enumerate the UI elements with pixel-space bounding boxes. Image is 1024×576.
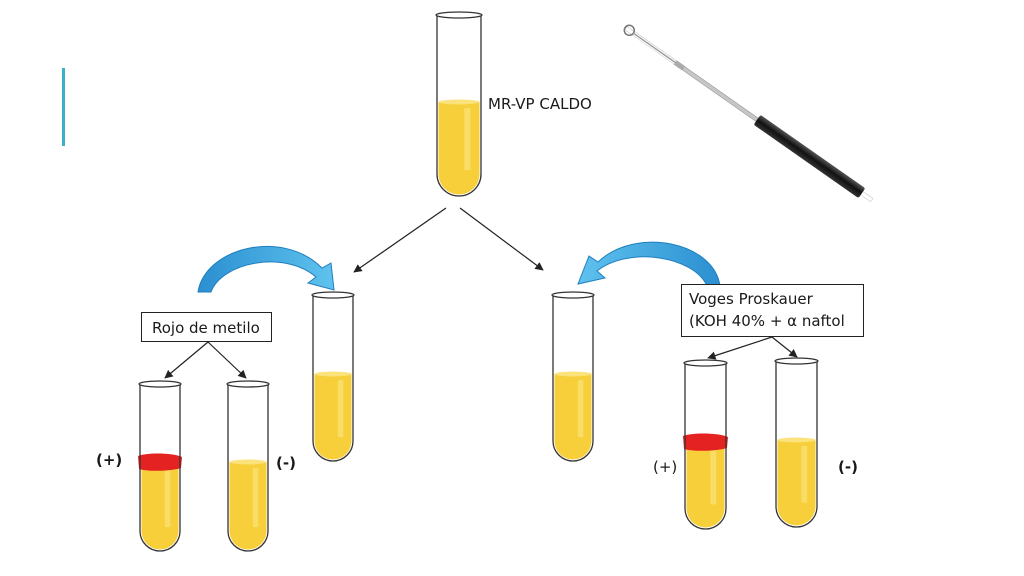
tube-outline [139, 384, 181, 552]
vp-arrow-negative [771, 336, 798, 358]
liquid-highlight [337, 380, 344, 437]
mr-positive-tube [138, 380, 182, 552]
vp-positive-sign: (+) [653, 458, 678, 476]
inoculation-loop-icon [623, 24, 874, 203]
voges-proskauer-reagent: (KOH 40% + α naftol [689, 311, 845, 330]
liquid-highlight [164, 468, 171, 527]
red-color-ring [683, 433, 728, 451]
tube-outline [684, 363, 727, 530]
liquid-meniscus [777, 437, 816, 443]
broth-liquid [229, 462, 267, 550]
liquid-meniscus [229, 459, 267, 465]
methyl-red-label: Rojo de metilo [152, 319, 260, 337]
broth-liquid [554, 374, 592, 460]
curved-arrow-icon [197, 245, 335, 293]
mr-negative-sign: (-) [276, 454, 296, 472]
vp-positive-tube [683, 359, 728, 530]
liquid-highlight [801, 446, 808, 503]
broth-liquid [438, 102, 480, 195]
slide-accent-bar [62, 68, 65, 146]
voges-proskauer-box: Voges Proskauer (KOH 40% + α naftol [681, 284, 864, 337]
tube-outline [312, 295, 354, 462]
broth-tube-top [435, 11, 483, 197]
mr-arrow-positive [164, 341, 209, 379]
broth-liquid [777, 440, 816, 526]
tube-lip [683, 359, 728, 367]
branch-arrow-left [353, 207, 447, 273]
methyl-red-incubated-tube [311, 291, 355, 462]
methyl-red-box: Rojo de metilo [141, 312, 272, 342]
mr-positive-sign: (+) [96, 451, 123, 469]
mr-arrow-negative [207, 341, 247, 379]
tube-outline [552, 295, 594, 462]
branch-arrow-right [459, 207, 544, 271]
broth-liquid [141, 462, 179, 550]
voges-proskauer-incubated-tube [551, 291, 595, 462]
voges-proskauer-title: Voges Proskauer [689, 290, 813, 308]
liquid-meniscus [314, 371, 352, 377]
tube-lip [311, 291, 355, 299]
broth-liquid [686, 442, 725, 528]
tube-outline [436, 15, 482, 197]
liquid-meniscus [438, 99, 480, 105]
broth-label: MR-VP CALDO [488, 95, 592, 113]
liquid-highlight [464, 108, 471, 170]
tube-lip [435, 11, 483, 19]
liquid-highlight [577, 380, 584, 437]
vp-arrow-positive [707, 336, 773, 360]
tube-outline [227, 384, 269, 552]
tube-lip [551, 291, 595, 299]
tube-lip [774, 357, 819, 365]
liquid-highlight [710, 448, 717, 505]
tube-lip [138, 380, 182, 388]
tube-outline [775, 361, 818, 528]
broth-liquid [314, 374, 352, 460]
vp-negative-tube [774, 357, 819, 528]
mr-negative-tube [226, 380, 270, 552]
vp-negative-sign: (-) [838, 458, 858, 476]
tube-lip [226, 380, 270, 388]
red-color-ring [138, 453, 182, 471]
liquid-meniscus [554, 371, 592, 377]
curved-arrow-icon [577, 241, 721, 287]
liquid-highlight [252, 468, 259, 527]
